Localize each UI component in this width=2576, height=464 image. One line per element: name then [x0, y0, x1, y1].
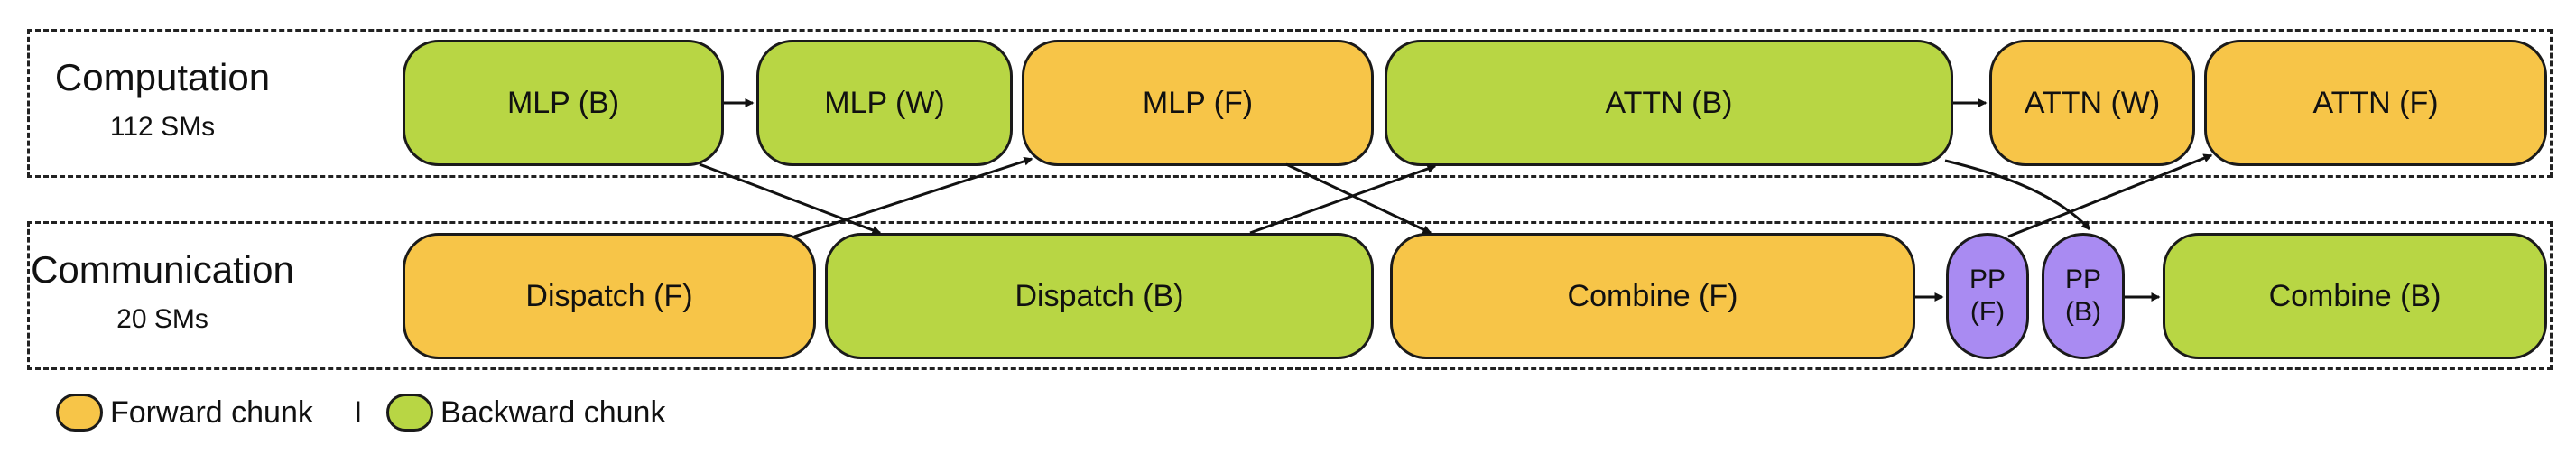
- combine-f-block: Combine (F): [1390, 233, 1915, 359]
- dispatch-b-block: Dispatch (B): [825, 233, 1374, 359]
- pp-f-block: PP (F): [1946, 233, 2029, 359]
- attn-w-block: ATTN (W): [1989, 40, 2195, 166]
- legend-forward: Forward chunk: [56, 390, 313, 435]
- backward-swatch: [386, 394, 433, 432]
- communication-title: Communication: [31, 248, 294, 291]
- legend-forward-label: Forward chunk: [110, 394, 313, 430]
- computation-title: Computation: [54, 56, 271, 98]
- mlp-f-block: MLP (F): [1022, 40, 1374, 166]
- combine-b-block: Combine (B): [2163, 233, 2547, 359]
- forward-swatch: [56, 394, 103, 432]
- computation-sm-count: 112 SMs: [109, 112, 216, 142]
- attn-f-block: ATTN (F): [2204, 40, 2547, 166]
- mlp-w-block: MLP (W): [756, 40, 1013, 166]
- legend-separator: I: [354, 395, 363, 430]
- legend-backward-label: Backward chunk: [440, 394, 666, 430]
- attn-b-block: ATTN (B): [1385, 40, 1953, 166]
- pp-b-block: PP (B): [2042, 233, 2125, 359]
- dispatch-f-block: Dispatch (F): [403, 233, 816, 359]
- mlp-b-block: MLP (B): [403, 40, 724, 166]
- legend-backward: Backward chunk: [386, 390, 665, 435]
- communication-sm-count: 20 SMs: [116, 304, 208, 334]
